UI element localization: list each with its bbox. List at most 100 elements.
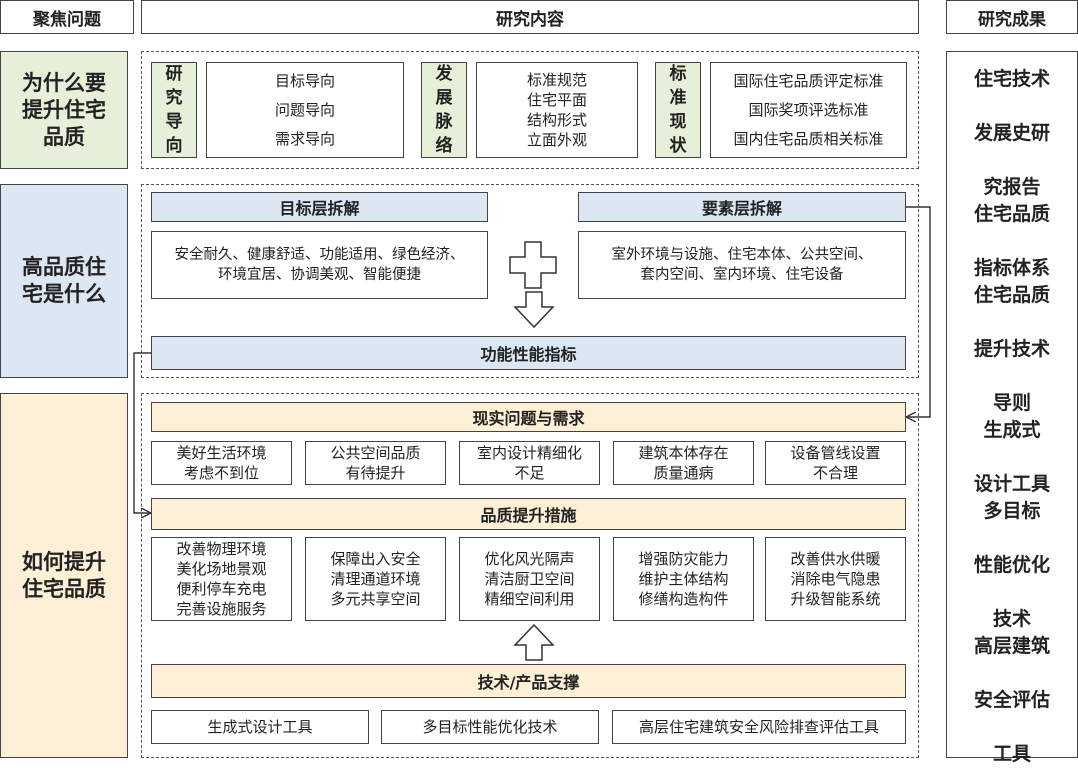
problem-line: 考虑不到位 bbox=[183, 464, 259, 482]
measure-line: 清理通道环境 bbox=[330, 570, 421, 588]
measure-item: 增强防灾能力维护主体结构修缮构造构件 bbox=[613, 537, 754, 621]
real-problems-bar: 现实问题与需求 bbox=[151, 402, 906, 432]
result-line: 指标体系 bbox=[973, 257, 1050, 279]
label-research-orientation: 研究导向 bbox=[151, 62, 197, 158]
orientation-item: 目标导向 bbox=[274, 71, 335, 90]
measure-item: 保障出入安全清理通道环境多元共享空间 bbox=[305, 537, 446, 621]
tool-item: 高层住宅建筑安全风险排查评估工具 bbox=[612, 710, 906, 744]
result-line: 究报告 bbox=[983, 176, 1041, 198]
result-history-report: 住宅技术发展史研究报告 bbox=[974, 66, 1050, 201]
result-multi-objective: 多目标性能优化技术 bbox=[974, 498, 1050, 633]
measure-item: 改善物理环境美化场地景观便利停车充电完善设施服务 bbox=[151, 537, 292, 621]
tool-label: 多目标性能优化技术 bbox=[422, 718, 558, 736]
standards-list: 国际住宅品质评定标准 国际奖项评选标准 国内住宅品质相关标准 bbox=[710, 62, 907, 158]
orientation-list: 目标导向 问题导向 需求导向 bbox=[206, 62, 404, 158]
measure-line: 改善物理环境 bbox=[176, 540, 267, 558]
section-quality-definition bbox=[141, 184, 919, 378]
header-left-label: 聚焦问题 bbox=[33, 9, 101, 30]
result-line: 高层建筑 bbox=[973, 635, 1050, 657]
research-orientation-text: 研究导向 bbox=[165, 64, 183, 156]
orientation-item: 需求导向 bbox=[274, 129, 335, 148]
question-how-improve: 如何提升住宅品质 bbox=[0, 393, 128, 758]
measure-line: 消除电气隐患 bbox=[790, 570, 881, 588]
measure-line: 完善设施服务 bbox=[176, 600, 267, 618]
problem-item: 设备管线设置不合理 bbox=[765, 441, 906, 485]
measure-line: 增强防灾能力 bbox=[638, 550, 729, 568]
result-line: 技术 bbox=[992, 608, 1031, 630]
question-how-label: 如何提升住宅品质 bbox=[22, 549, 106, 601]
measure-line: 改善供水供暖 bbox=[790, 550, 881, 568]
measure-item: 改善供水供暖消除电气隐患升级智能系统 bbox=[765, 537, 906, 621]
development-list: 标准规范 住宅平面 结构形式 立面外观 bbox=[476, 62, 638, 158]
problem-item: 美好生活环境考虑不到位 bbox=[151, 441, 292, 485]
header-right-label: 研究成果 bbox=[978, 9, 1046, 30]
development-item: 结构形式 bbox=[526, 111, 587, 129]
problem-line: 质量通病 bbox=[653, 464, 714, 482]
result-line: 发展史研 bbox=[973, 122, 1050, 144]
problem-line: 公共空间品质 bbox=[330, 444, 421, 462]
element-layer-content: 室外环境与设施、住宅本体、公共空间、 套内空间、室内环境、住宅设备 bbox=[578, 231, 906, 299]
tool-label: 生成式设计工具 bbox=[207, 718, 313, 736]
measure-line: 精细空间利用 bbox=[484, 590, 575, 608]
improvement-measures-text: 品质提升措施 bbox=[480, 506, 577, 525]
tool-item: 生成式设计工具 bbox=[151, 710, 369, 744]
question-why-improve: 为什么要提升住宅品质 bbox=[0, 51, 128, 169]
measure-line: 美化场地景观 bbox=[176, 560, 267, 578]
performance-indicator-text: 功能性能指标 bbox=[480, 345, 577, 364]
result-technical-guide: 住宅品质提升技术导则 bbox=[974, 282, 1050, 417]
section-research-background bbox=[141, 51, 919, 169]
problem-item: 室内设计精细化不足 bbox=[459, 441, 600, 485]
performance-indicator-bar: 功能性能指标 bbox=[151, 336, 906, 370]
problem-line: 不合理 bbox=[812, 464, 858, 482]
goal-layer-line: 环境宜居、协调美观、智能便捷 bbox=[218, 267, 421, 283]
problem-line: 不足 bbox=[514, 464, 545, 482]
result-line: 住宅品质 bbox=[973, 284, 1050, 306]
measure-item: 优化风光隔声清洁厨卫空间精细空间利用 bbox=[459, 537, 600, 621]
measure-line: 维护主体结构 bbox=[638, 570, 729, 588]
question-what-label: 高品质住宅是什么 bbox=[22, 255, 106, 306]
problem-line: 室内设计精细化 bbox=[476, 444, 582, 462]
standard-item: 国际奖项评选标准 bbox=[748, 100, 869, 119]
result-indicator-system: 住宅品质指标体系 bbox=[974, 201, 1050, 282]
goal-layer-line: 安全耐久、健康舒适、功能适用、绿色经济、 bbox=[174, 247, 465, 263]
development-item: 住宅平面 bbox=[526, 91, 587, 109]
results-column: 住宅技术发展史研究报告 住宅品质指标体系 住宅品质提升技术导则 生成式设计工具 … bbox=[946, 51, 1078, 765]
measure-line: 修缮构造构件 bbox=[638, 590, 729, 608]
header-focus-questions: 聚焦问题 bbox=[0, 0, 134, 34]
section-improvement-path bbox=[141, 393, 919, 758]
indicator-to-measures-connector bbox=[133, 352, 151, 513]
header-research-results: 研究成果 bbox=[946, 0, 1078, 34]
header-center-label: 研究内容 bbox=[496, 9, 564, 30]
real-problems-text: 现实问题与需求 bbox=[472, 409, 585, 428]
result-line: 多目标 bbox=[983, 500, 1041, 522]
goal-layer-title-text: 目标层拆解 bbox=[279, 199, 360, 218]
element-layer-line: 套内空间、室内环境、住宅设备 bbox=[640, 267, 844, 283]
result-line: 住宅品质 bbox=[973, 203, 1050, 225]
question-why-label: 为什么要提升住宅品质 bbox=[22, 70, 106, 149]
goal-layer-title: 目标层拆解 bbox=[151, 192, 488, 222]
label-development-context: 发展脉络 bbox=[421, 62, 467, 158]
standard-item: 国际住宅品质评定标准 bbox=[733, 71, 884, 90]
measure-line: 便利停车充电 bbox=[176, 580, 267, 598]
header-research-content: 研究内容 bbox=[141, 0, 919, 34]
element-layer-title-text: 要素层拆解 bbox=[701, 199, 782, 218]
development-item: 立面外观 bbox=[526, 131, 587, 149]
measure-line: 保障出入安全 bbox=[330, 550, 421, 568]
measure-line: 升级智能系统 bbox=[790, 590, 881, 608]
improvement-measures-bar: 品质提升措施 bbox=[151, 498, 906, 530]
problem-item: 建筑本体存在质量通病 bbox=[613, 441, 754, 485]
result-line: 设计工具 bbox=[973, 473, 1050, 495]
label-standard-status: 标准现状 bbox=[655, 62, 701, 158]
result-generative-tool: 生成式设计工具 bbox=[974, 417, 1050, 498]
measure-line: 优化风光隔声 bbox=[484, 550, 575, 568]
problem-item: 公共空间品质有待提升 bbox=[305, 441, 446, 485]
element-layer-title: 要素层拆解 bbox=[578, 192, 906, 222]
question-what-is-quality: 高品质住宅是什么 bbox=[0, 184, 128, 378]
tech-support-bar: 技术/产品支撑 bbox=[151, 664, 906, 698]
measure-line: 清洁厨卫空间 bbox=[484, 570, 575, 588]
tool-label: 高层住宅建筑安全风险排查评估工具 bbox=[638, 718, 879, 736]
measure-line: 多元共享空间 bbox=[330, 590, 421, 608]
standard-status-text: 标准现状 bbox=[669, 64, 687, 156]
elements-to-problems-connector bbox=[906, 206, 931, 417]
